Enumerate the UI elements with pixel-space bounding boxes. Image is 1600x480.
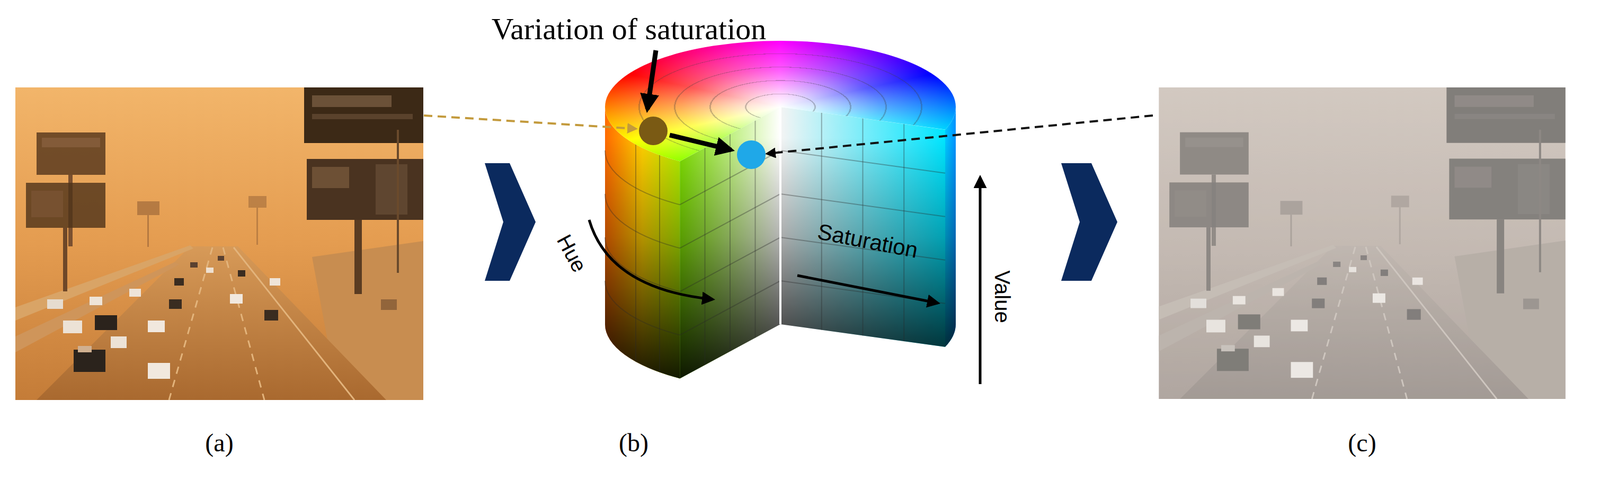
hsv-cylinder-body [729,134,731,352]
hsv-cylinder-body [635,144,637,362]
pointer-arrow [647,50,656,110]
panel-label: (a) [205,428,234,458]
flow-chevron [1061,163,1118,281]
pointer-arrow [669,135,732,150]
panel-label: (b) [618,428,649,458]
hsv-cylinder-body [605,150,680,205]
hsv-cylinder-body [945,107,956,348]
axis-label: Hue [552,230,592,277]
hsv-cylinder-body [659,155,661,373]
hsv-cylinder-body [605,280,680,335]
hsv-cylinder-body [704,147,706,366]
panel-label: (c) [1347,428,1376,458]
input-photo [15,87,424,400]
axis-label: Value [990,270,1015,323]
hsv-cylinder-body [780,107,946,348]
hsv-cylinder-body [605,193,680,248]
flow-chevron [484,163,536,281]
color-point [638,116,668,146]
value-arrow [979,177,982,385]
output-photo [1158,87,1566,399]
dashed-leader [767,115,1153,154]
dashed-leader [423,115,636,129]
saturation-arrow [797,275,938,304]
hsv-cylinder-body [780,107,946,348]
color-point [736,140,766,170]
hue-arrow [589,219,713,300]
hsv-cylinder-body [779,107,782,325]
annotation-text: Variation of saturation [491,11,767,48]
hsv-cylinder-body [903,123,905,342]
hsv-cylinder-body [945,107,956,348]
